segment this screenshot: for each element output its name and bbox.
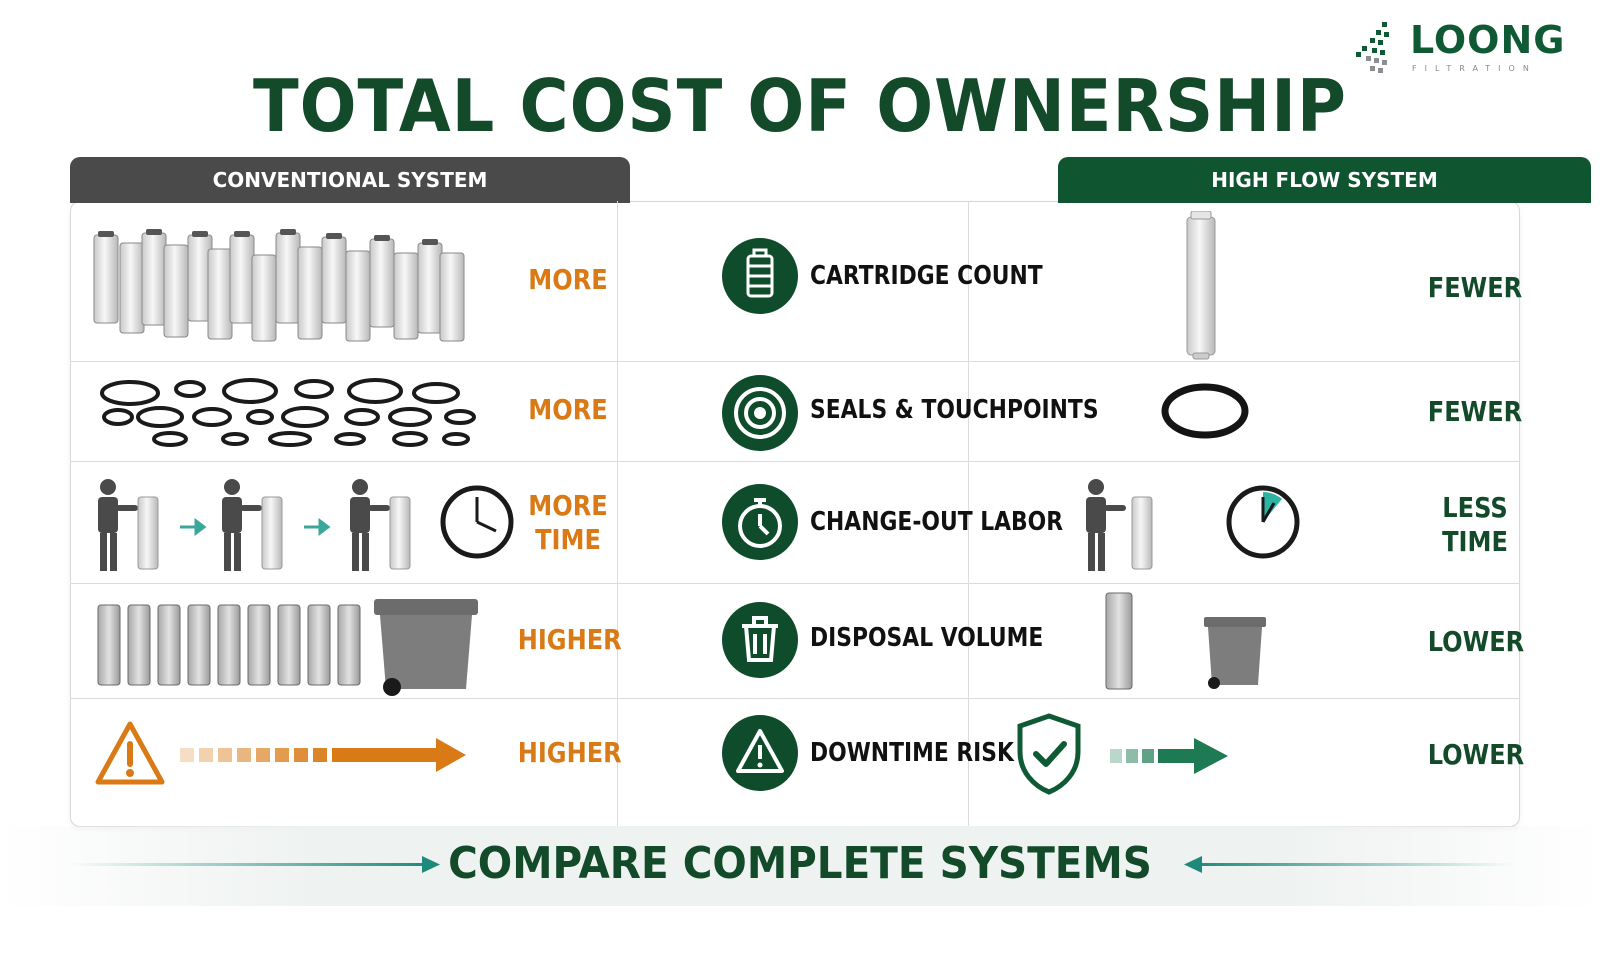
repeated-labor-illustration: [98, 479, 411, 571]
row-label: DOWNTIME RISK: [810, 738, 1014, 768]
trash-icon: [722, 602, 798, 678]
conventional-verdict-line: HIGHER: [517, 736, 622, 769]
high-flow-verdict-line: LESS: [1442, 491, 1508, 524]
single-seal-ring-illustration: [1161, 383, 1249, 439]
comparison-table: CONVENTIONAL SYSTEM HIGH FLOW SYSTEM: [70, 157, 1591, 827]
many-cartridges-illustration: [93, 229, 465, 342]
short-time-clock-icon: [1226, 485, 1300, 559]
table-row: MORE TIME CHANGE-OUT LABOR LESS TIME: [70, 461, 1520, 583]
brand-logo: LOONG FILTRATION: [1356, 18, 1566, 80]
row-label: SEALS & TOUCHPOINTS: [810, 395, 1099, 425]
column-divider: [617, 201, 618, 827]
decreasing-risk-arrow-icon: [1110, 738, 1228, 774]
cartridge-icon: [722, 238, 798, 314]
conventional-verdict-line: MORE: [528, 489, 608, 522]
page-title: TOTAL COST OF OWNERSHIP: [253, 64, 1347, 148]
table-row: HIGHER DOWNTIME RISK LOWER: [70, 698, 1525, 810]
footer-title: COMPARE COMPLETE SYSTEMS: [448, 838, 1152, 889]
high-flow-verdict-line: TIME: [1442, 525, 1508, 558]
footer-left-arrow-icon: [70, 856, 440, 873]
row-divider: [70, 583, 1520, 584]
conventional-system-header: CONVENTIONAL SYSTEM: [70, 157, 630, 203]
many-seal-rings-illustration: [100, 378, 476, 447]
single-labor-illustration: [1086, 479, 1153, 571]
column-divider: [968, 201, 969, 827]
row-divider: [70, 698, 1520, 699]
warning-icon: [722, 715, 798, 791]
table-row: MORE CARTRIDGE COUNT FEWER: [70, 201, 1523, 361]
high-flow-verdict-line: FEWER: [1427, 271, 1523, 304]
logo-wordmark: LOONG: [1410, 18, 1566, 62]
clock-icon: [440, 485, 514, 559]
row-label: CARTRIDGE COUNT: [810, 261, 1043, 291]
shield-check-icon: [1017, 713, 1081, 795]
logo-mark-icon: [1356, 22, 1389, 73]
table-row: HIGHER DISPOSAL VOLUME LOWER: [70, 583, 1525, 698]
row-divider: [70, 361, 1520, 362]
conventional-verdict-line: HIGHER: [517, 623, 622, 656]
high-flow-system-header: HIGH FLOW SYSTEM: [1058, 157, 1591, 203]
increasing-risk-arrow-icon: [180, 738, 466, 772]
conventional-verdict-line: TIME: [535, 523, 601, 556]
small-bin-illustration: [1204, 617, 1266, 689]
single-used-cartridge-illustration: [1105, 592, 1133, 690]
seal-rings-icon: [722, 375, 798, 451]
row-label: CHANGE-OUT LABOR: [810, 507, 1064, 537]
table-row: MORE SEALS & TOUCHPOINTS FEWER: [70, 361, 1523, 461]
row-divider: [70, 461, 1520, 462]
single-cartridge-illustration: [1186, 211, 1216, 360]
stopwatch-icon: [722, 484, 798, 560]
row-label: DISPOSAL VOLUME: [810, 623, 1044, 653]
conventional-verdict-line: MORE: [528, 393, 608, 426]
high-flow-verdict-line: FEWER: [1427, 395, 1523, 428]
many-used-cartridges-illustration: [97, 604, 361, 686]
conventional-verdict-line: MORE: [528, 263, 608, 296]
high-flow-verdict-line: LOWER: [1427, 625, 1525, 658]
high-flow-verdict-line: LOWER: [1427, 738, 1525, 771]
warning-triangle-icon: [95, 721, 165, 785]
footer-right-arrow-icon: [1184, 856, 1514, 873]
large-bin-illustration: [374, 599, 478, 696]
logo-tagline: FILTRATION: [1412, 64, 1537, 73]
